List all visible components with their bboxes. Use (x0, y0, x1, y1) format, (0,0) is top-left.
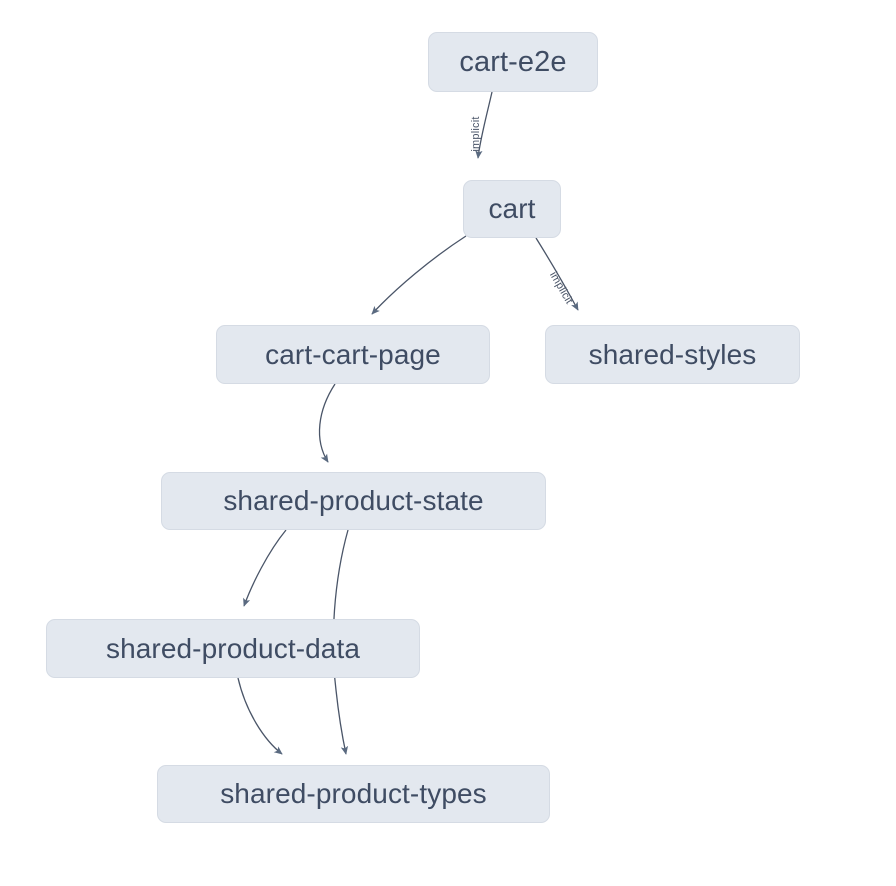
graph-node-cart-cart-page[interactable]: cart-cart-page (216, 325, 490, 384)
edge-cart-to-cart-cart-page (371, 235, 467, 315)
graph-node-cart[interactable]: cart (463, 180, 561, 238)
edge-shared-product-state-to-shared-product-data (243, 529, 287, 607)
graph-node-shared-product-data[interactable]: shared-product-data (46, 619, 420, 678)
edge-shared-product-data-to-shared-product-types (237, 677, 283, 755)
node-label: cart-e2e (459, 45, 567, 78)
graph-node-shared-product-types[interactable]: shared-product-types (157, 765, 550, 823)
node-label: cart-cart-page (265, 338, 441, 370)
node-label: cart (488, 193, 536, 224)
node-label: shared-product-state (223, 485, 484, 516)
graph-node-cart-e2e[interactable]: cart-e2e (428, 32, 598, 92)
edge-shared-product-state-to-shared-product-types (332, 529, 349, 755)
edge-cart-to-shared-styles (535, 237, 579, 311)
edge-label-implicit-cart-e2e-cart: implicit (470, 116, 482, 152)
graph-node-shared-product-state[interactable]: shared-product-state (161, 472, 546, 530)
node-label: shared-product-data (105, 632, 361, 664)
edge-cart-e2e-to-cart (475, 91, 493, 159)
node-label: shared-styles (588, 338, 757, 370)
edge-cart-cart-page-to-shared-product-state (318, 383, 336, 463)
graph-node-shared-styles[interactable]: shared-styles (545, 325, 800, 384)
node-label: shared-product-types (220, 778, 487, 809)
